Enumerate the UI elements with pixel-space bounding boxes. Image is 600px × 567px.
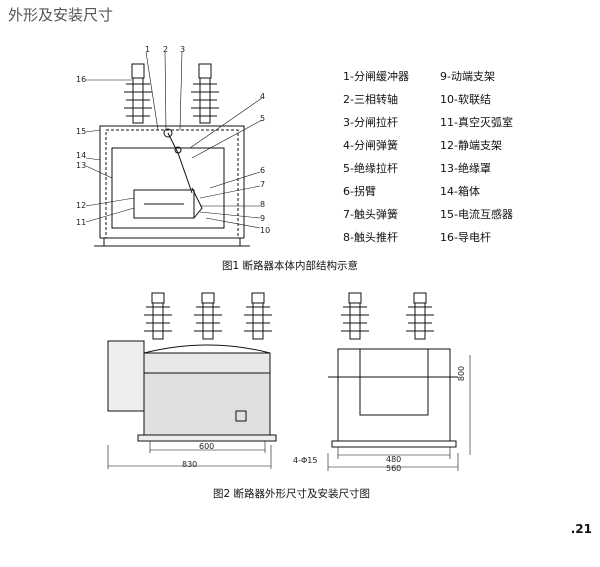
dimension-front-inner: 600: [199, 442, 215, 451]
callout-12: 12: [76, 201, 87, 210]
legend-item-3: 3-分闸拉杆: [343, 116, 398, 129]
legend-item-16: 16-导电杆: [440, 231, 491, 244]
legend-item-15: 15-电流互感器: [440, 208, 513, 221]
figure2-side-view-drawing: [327, 292, 471, 471]
legend-item-7: 7-触头弹簧: [343, 208, 398, 221]
legend-item-12: 12-静端支架: [440, 139, 502, 152]
legend-item-9: 9-动端支架: [440, 70, 495, 83]
insulator-left: [124, 63, 152, 124]
legend-item-11: 11-真空灭弧室: [440, 116, 513, 129]
callout-1: 1: [145, 45, 151, 54]
legend-item-8: 8-触头推杆: [343, 231, 398, 244]
figure2-caption: 图2 断路器外形尺寸及安装尺寸图: [213, 488, 371, 500]
dimension-side-inner: 480: [386, 455, 402, 464]
dimension-mounting-holes: 4-Φ15: [293, 456, 318, 465]
legend-item-13: 13-绝缘罩: [440, 162, 491, 175]
callout-13: 13: [76, 161, 87, 170]
callout-4: 4: [260, 92, 266, 101]
dimension-side-overall: 560: [386, 464, 402, 473]
callout-16: 16: [76, 75, 87, 84]
callout-8: 8: [260, 200, 266, 209]
dimension-front-overall: 830: [182, 460, 198, 469]
figure2-front-view-drawing: [107, 292, 277, 469]
page-number: .21: [570, 522, 592, 536]
legend-item-4: 4-分闸弹簧: [343, 139, 398, 152]
callout-2: 2: [163, 45, 169, 54]
side-insulator-right: [406, 292, 434, 340]
figure1-caption: 图1 断路器本体内部结构示意: [222, 260, 359, 272]
insulator-right: [191, 63, 219, 124]
page-header-title: 外形及安装尺寸: [8, 6, 114, 24]
side-insulator-left: [341, 292, 369, 340]
legend-item-14: 14-箱体: [440, 185, 480, 198]
front-insulator-3: [244, 292, 272, 340]
dimension-height: 800: [457, 365, 467, 382]
legend-item-10: 10-软联结: [440, 93, 491, 106]
callout-11: 11: [76, 218, 87, 227]
legend-item-2: 2-三相转轴: [343, 93, 398, 106]
callout-9: 9: [260, 214, 266, 223]
legend-item-1: 1-分闸缓冲器: [343, 70, 409, 83]
callout-7: 7: [260, 180, 266, 189]
callout-14: 14: [76, 151, 87, 160]
front-insulator-1: [144, 292, 172, 340]
figure1-structure-drawing: [85, 51, 263, 247]
callout-15: 15: [76, 127, 87, 136]
callout-6: 6: [260, 166, 266, 175]
callout-10: 10: [260, 226, 271, 235]
callout-5: 5: [260, 114, 266, 123]
legend-item-5: 5-绝缘拉杆: [343, 162, 398, 175]
legend-item-6: 6-拐臂: [343, 185, 376, 198]
front-insulator-2: [194, 292, 222, 340]
callout-3: 3: [180, 45, 186, 54]
